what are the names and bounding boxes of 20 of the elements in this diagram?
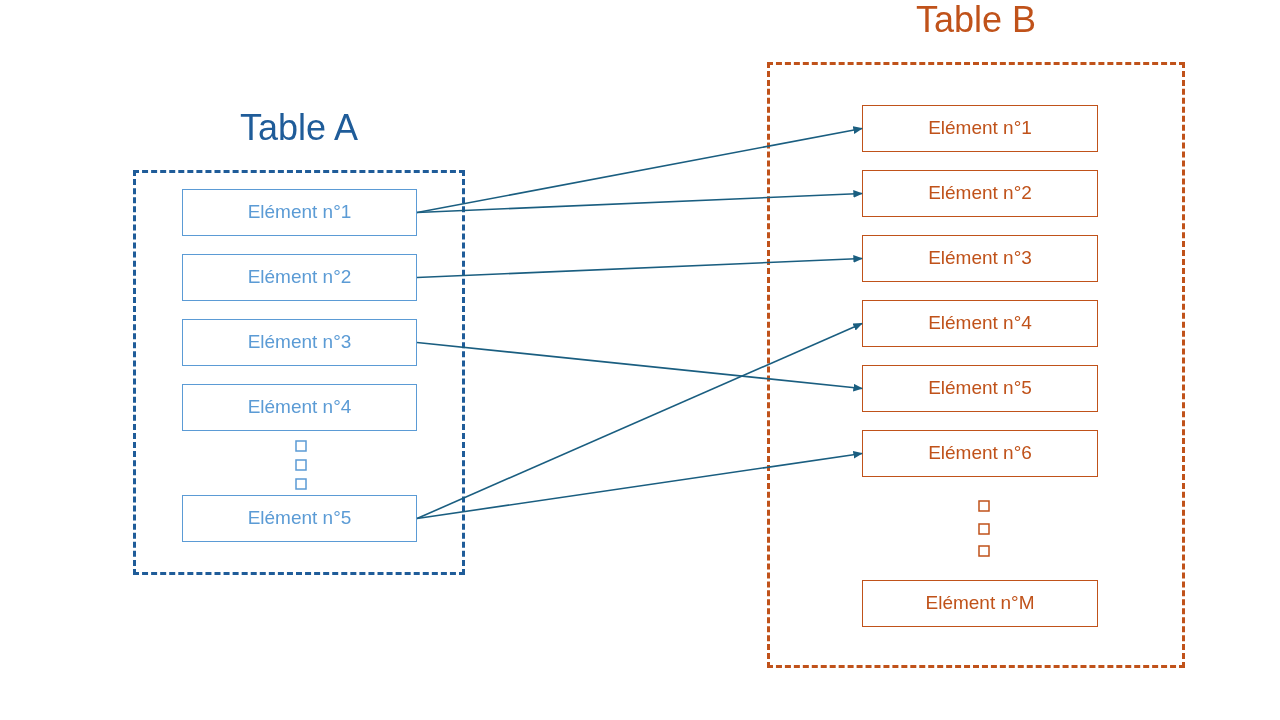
arrow [416,255,863,279]
element-box: Elément n°4 [862,300,1098,347]
element-box: Elément n°3 [182,319,417,366]
element-box: Elément n°4 [182,384,417,431]
element-box: Elément n°5 [862,365,1098,412]
element-box: Elément n°1 [182,189,417,236]
arrow [416,126,863,214]
arrow [416,341,863,392]
arrow [416,450,863,520]
element-box: Elément n°6 [862,430,1098,477]
arrow [416,322,863,520]
element-box: Elément n°1 [862,105,1098,152]
arrow [416,190,863,214]
element-box: Elément n°2 [862,170,1098,217]
table-title: Table A [238,106,360,150]
element-box: Elément n°3 [862,235,1098,282]
table-title: Table B [914,0,1038,42]
element-box: Elément n°2 [182,254,417,301]
element-box: Elément n°5 [182,495,417,542]
element-box: Elément n°M [862,580,1098,627]
